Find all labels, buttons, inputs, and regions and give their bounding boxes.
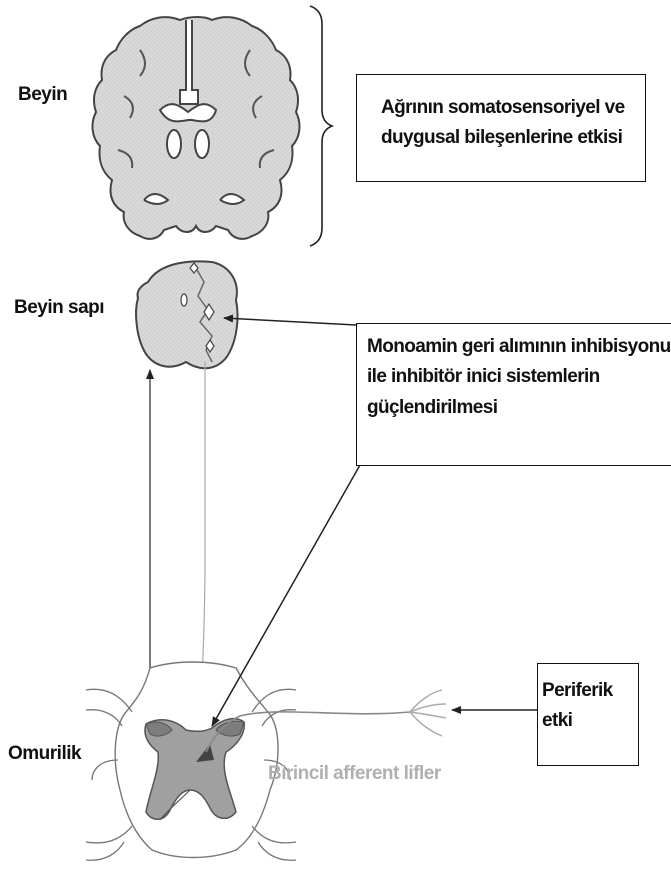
peripheral-receptor (410, 690, 446, 736)
monoamine-line-2: ile inhibitör inici sistemlerin (367, 362, 671, 392)
primary-afferent-label: Birincil afferent lifler (268, 762, 441, 786)
brainstem-label: Beyin sapı (14, 296, 104, 320)
monoamine-line-1: Monoamin geri alımının inhibisyonu (367, 332, 671, 362)
peripheral-line-1: Periferik (542, 676, 638, 706)
peripheral-line-2: etki (542, 706, 638, 736)
brain-effect-box: Ağrının somatosensoriyel ve duygusal bil… (356, 74, 646, 182)
monoamine-box: Monoamin geri alımının inhibisyonu ile i… (356, 323, 671, 466)
monoamine-to-brainstem-arrow (224, 318, 356, 325)
monoamine-to-spinal-arrow (212, 465, 360, 726)
brain-label: Beyin (18, 83, 67, 107)
brain-effect-line-1: Ağrının somatosensoriyel ve (381, 93, 645, 123)
spinal-cord-label: Omurilik (8, 742, 81, 766)
brainstem-section (136, 261, 237, 368)
monoamine-line-3: güçlendirilmesi (367, 393, 671, 423)
brain-section (93, 17, 300, 239)
brain-effect-line-2: duygusal bileşenlerine etkisi (381, 123, 645, 153)
peripheral-box: Periferik etki (537, 663, 639, 766)
brain-bracket (310, 6, 332, 246)
